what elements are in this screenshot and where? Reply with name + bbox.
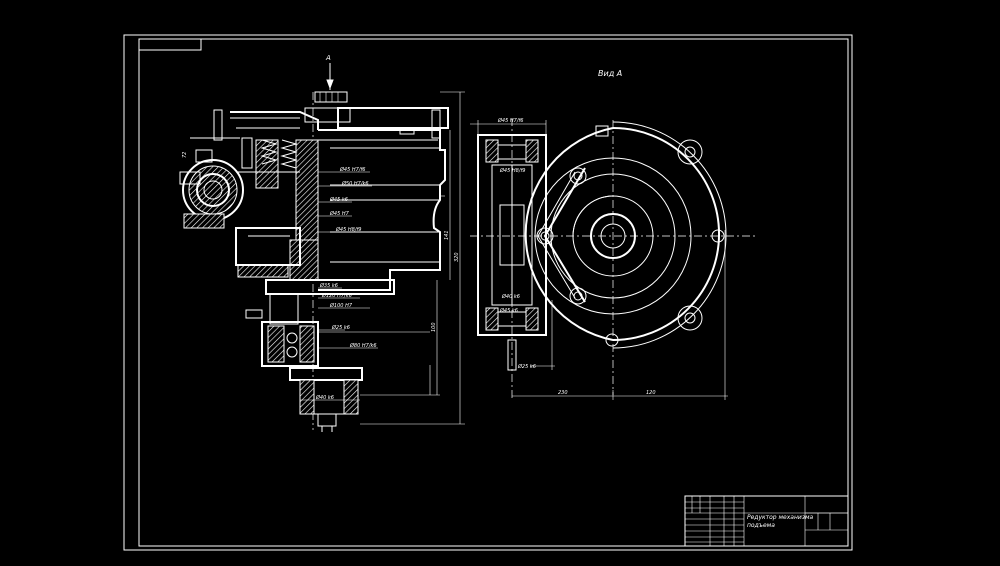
worm-housing: [179, 137, 244, 229]
title-name-line1: Редуктор механизма: [747, 514, 813, 521]
dim-text-141: 141: [444, 230, 450, 240]
dim-text-13: Ø45 Н8/f9: [499, 167, 525, 174]
dim-text-2: Ø50 Н7/k6: [341, 180, 369, 187]
section-marker-label: А: [325, 54, 331, 62]
sheet-frame: [123, 34, 853, 551]
dim-text-100: 100: [431, 322, 437, 332]
worm-shaft-side: [477, 118, 547, 400]
dim-text-15: Ø45 k6: [499, 307, 518, 314]
dim-text-230: 230: [558, 390, 568, 396]
dim-text-14: Ø40 k6: [501, 293, 520, 300]
dim-text-72: 72: [182, 152, 188, 158]
dim-text-10: Ø80 Н7/k6: [349, 342, 377, 349]
dim-text-16: Ø25 k6: [517, 363, 536, 370]
title-block-grid: [685, 496, 744, 546]
section-marker: А: [325, 54, 334, 90]
spring-assembly: [236, 127, 300, 173]
title-block: Редуктор механизма подъема: [684, 495, 849, 547]
view-a: Вид А: [470, 69, 758, 400]
dim-text-6: Ø35 k6: [319, 282, 338, 289]
title-name-line2: подъема: [747, 522, 775, 529]
dim-text-4: Ø45 Н7: [329, 210, 350, 217]
dim-text-3: Ø45 k6: [329, 196, 348, 203]
dim-text-320: 320: [454, 252, 460, 262]
dim-text-5: Ø45 Н8/f9: [335, 226, 361, 233]
dim-text-120: 120: [646, 390, 656, 396]
dim-text-1: Ø45 Н7/f6: [339, 166, 365, 173]
view-a-label: Вид А: [598, 69, 622, 78]
dim-text-12: Ø45 Н7/f6: [497, 117, 523, 124]
dim-text-8: Ø100 Н7: [329, 302, 353, 309]
lower-bearing: [245, 309, 319, 367]
dim-text-11: Ø40 k6: [315, 394, 334, 401]
dim-text-7: Ø120 Н7/k6: [321, 292, 352, 299]
dim-text-9: Ø25 k6: [331, 324, 350, 331]
sectional-view: А: [179, 54, 465, 432]
